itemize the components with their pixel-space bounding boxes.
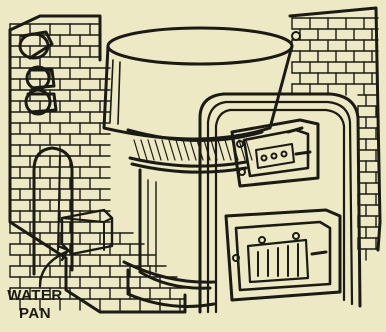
furnace-body xyxy=(104,28,300,306)
ash-pit-door xyxy=(226,210,340,300)
water-pan-label-line-2: PAN xyxy=(12,306,58,321)
water-pan-label-line-1: WATER xyxy=(2,288,68,303)
fire-door xyxy=(232,120,318,186)
